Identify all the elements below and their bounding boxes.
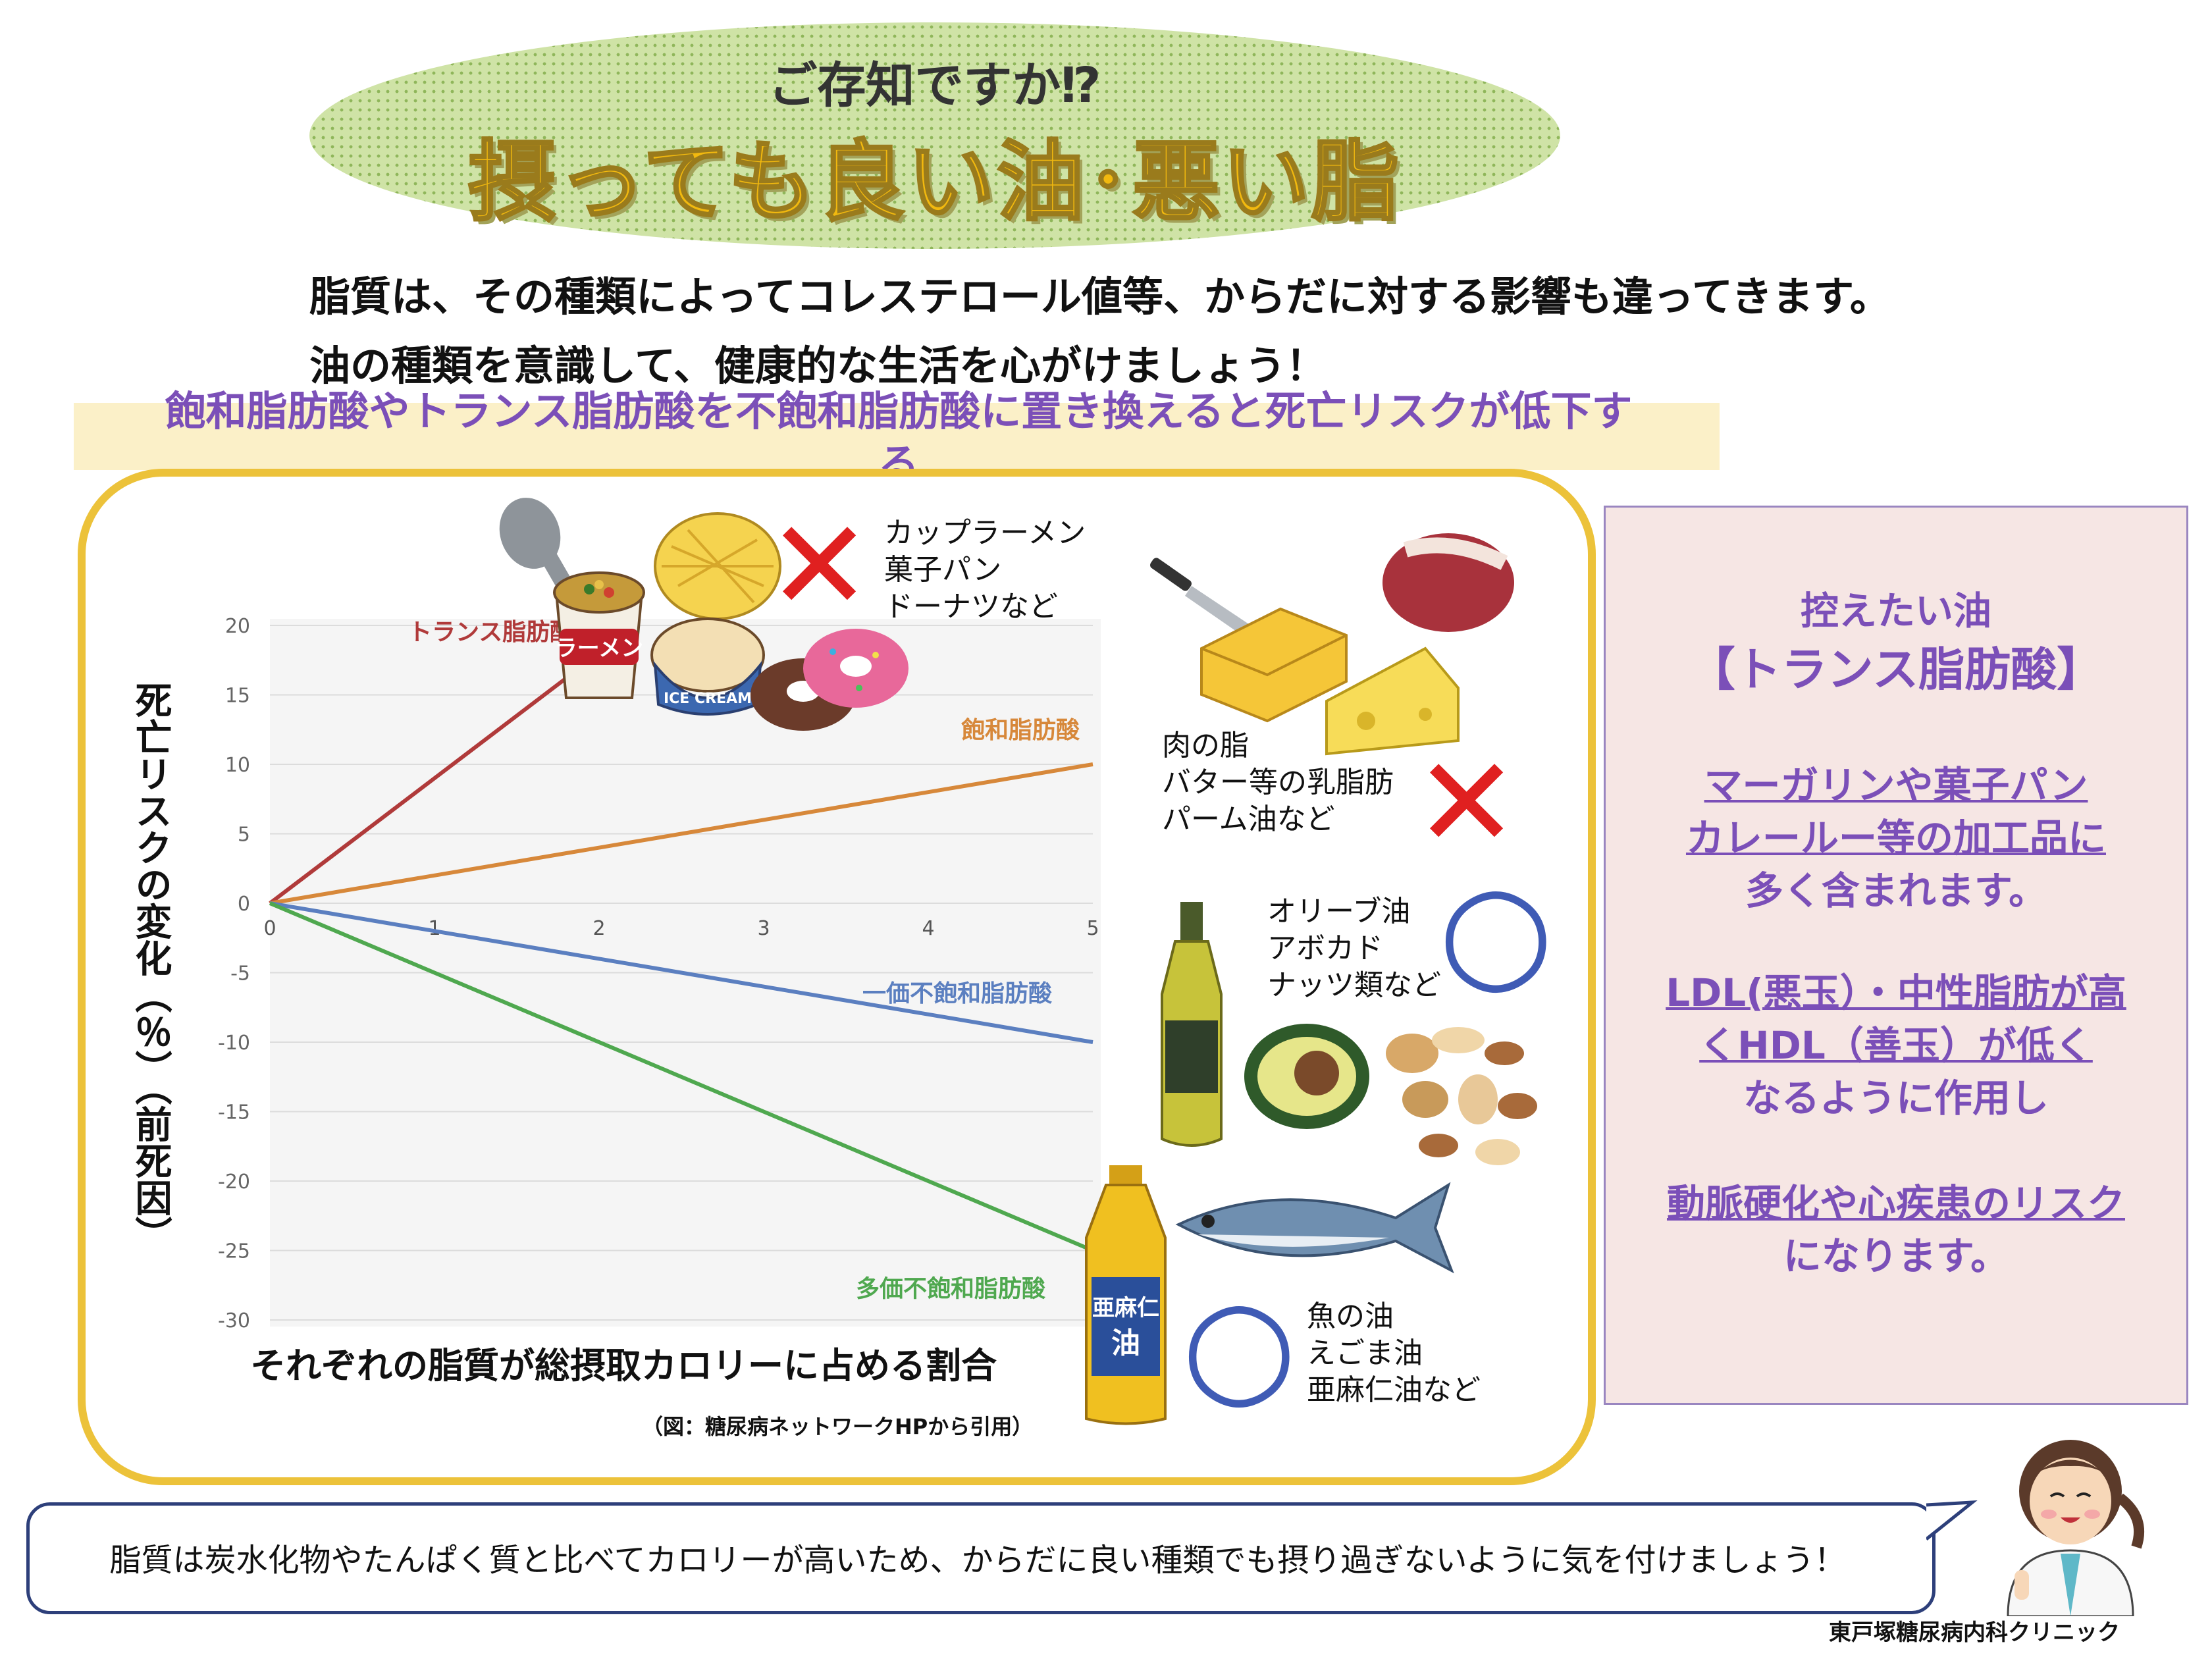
olive-oil-bottle-icon [1161,902,1223,1147]
series-label: 多価不飽和脂肪酸 [856,1276,1045,1303]
food-item: 亜麻仁油など [1307,1373,1481,1407]
series-line [269,901,1093,1044]
info-line: になります。 [1783,1234,2009,1278]
food-item: ドーナツなど [884,590,1058,623]
food-list-3: オリーブ油 アボカド ナッツ類など [1267,893,1441,1004]
doctor-avatar [2007,1440,2145,1616]
risk-chart: 20 15 10 5 0 -5 -10 -15 -20 -25 -30 0 1 2 3 4 5 トランス脂肪酸飽和… [218,615,1101,1332]
footer-message: 脂質は炭水化物やたんぱく質と比べてカロリーが高いため、からだに良い種類でも摂り過… [109,1542,1846,1579]
bottle-label-2: 油 [1111,1327,1140,1360]
ice-cream-icon [650,618,765,716]
cheese-icon [1325,646,1460,756]
header-ellipse [309,22,1560,249]
y-tick-label: -15 [218,1101,250,1124]
donut-icon [750,629,908,731]
food-item: えごま油 [1307,1336,1423,1370]
y-tick-label: 15 [225,685,250,708]
header-subtitle: ご存知ですか⁉ [768,57,1101,114]
ice-cream-label: ICE CREAM [664,691,752,707]
x-tick-label: 0 [263,917,276,940]
linseed-oil-bottle-icon [1085,1165,1167,1425]
animal-fat-illustration [1150,533,1514,756]
circle-mark: ○ [1438,855,1554,1008]
food-item: ナッツ類など [1267,968,1441,1002]
info-heading-trans-fat: 【トランス脂肪酸】 [1689,643,2103,697]
x-tick-label: 2 [592,917,605,940]
fish-icon [1175,1182,1454,1274]
food-item: 菓子パン [884,553,1002,587]
chart-source: （図：糖尿病ネットワークHPから引用） [642,1414,1034,1439]
avocado-icon [1244,1024,1369,1129]
x-axis-label: それぞれの脂質が総摂取カロリーに占める割合 [250,1345,997,1386]
meat-icon [1382,533,1514,632]
y-tick-label: 20 [225,615,250,638]
junk-food-illustration: ラーメン ICE CREAM [499,498,908,731]
y-tick-label: -10 [218,1032,250,1055]
food-item: 魚の油 [1307,1300,1394,1333]
banner-background [74,403,1720,470]
series-line [269,762,1093,905]
series-label: トランス脂肪酸 [408,619,573,646]
food-list-4: 魚の油 えごま油 亜麻仁油など [1307,1298,1481,1409]
intro-line-2: 油の種類を意識して、健康的な生活を心がけましょう！ [309,342,1327,390]
info-line: 多く含まれます。 [1745,868,2047,913]
info-heading: 控えたい油 [1800,589,1991,633]
y-axis-label-text: 死亡リスクの変化（％）（前死因） [129,681,172,1253]
food-item: パーム油など [1162,803,1335,836]
food-item: アボカド [1267,932,1383,965]
intro-line-1: 脂質は、その種類によってコレステロール値等、からだに対する影響も違ってきます。 [309,273,1891,321]
melon-pan-icon [654,512,781,620]
cross-mark: ✕ [1414,730,1519,876]
info-line: 動脈硬化や心疾患のリスク [1666,1181,2125,1226]
olive-avocado-nuts-illustration [1161,902,1537,1165]
y-tick-label: -25 [218,1240,250,1263]
info-box: 控えたい油 【トランス脂肪酸】 マーガリンや菓子パン カレールー等の加工品に 多… [1604,506,2188,1405]
y-tick-label: 5 [238,824,250,847]
food-item: バター等の乳脂肪 [1162,766,1394,799]
series-line [269,901,1094,1253]
series-line [269,651,600,905]
cup-noodle-icon [553,571,645,699]
food-item: カップラーメン [884,516,1086,550]
butter-icon [1200,607,1348,723]
info-line: くHDL（善玉）が低く [1699,1023,2093,1068]
bottle-label-1: 亜麻仁 [1092,1295,1159,1321]
x-tick-label: 4 [922,917,934,940]
info-line: なるように作用し [1743,1076,2049,1120]
fish-oil-illustration: 亜麻仁 油 [1085,1165,1454,1425]
banner-line-1: 飽和脂肪酸やトランス脂肪酸を不飽和脂肪酸に置き換えると死亡リスクが低下す [165,387,1633,435]
page-title: 摂っても良い油･悪い脂 [467,130,1402,234]
circle-mark: ○ [1182,1269,1297,1423]
cross-mark: ✕ [767,493,872,639]
series-label: 飽和脂肪酸 [961,717,1080,744]
ramen-label: ラーメン [555,635,644,662]
speech-bubble [26,1502,1936,1614]
series-label: 一価不飽和脂肪酸 [862,980,1052,1007]
speech-bubble-tail [1926,1500,1978,1540]
x-tick-label: 3 [757,917,770,940]
y-tick-label: -5 [230,962,250,986]
food-list-2: 肉の脂 バター等の乳脂肪 パーム油など [1162,727,1394,838]
y-tick-label: -20 [218,1171,250,1194]
info-line: マーガリンや菓子パン [1704,763,2088,808]
food-item: オリーブ油 [1267,895,1411,928]
x-tick-label: 5 [1086,917,1099,940]
clinic-name: 東戸塚糖尿病内科クリニック [1829,1620,2120,1646]
y-tick-label: 0 [238,893,250,916]
food-list-1: カップラーメン 菓子パン ドーナツなど [884,515,1086,625]
y-tick-label: -30 [218,1309,250,1332]
x-tick-label: 1 [428,917,440,940]
nuts-icon [1386,1027,1537,1165]
info-line: LDL(悪玉）・中性脂肪が高 [1666,970,2126,1015]
info-line: カレールー等の加工品に [1685,816,2106,860]
food-item: 肉の脂 [1162,729,1249,762]
y-axis-label: 死亡リスクの変化（％）（前死因） [129,681,215,1253]
y-tick-label: 10 [225,754,250,777]
